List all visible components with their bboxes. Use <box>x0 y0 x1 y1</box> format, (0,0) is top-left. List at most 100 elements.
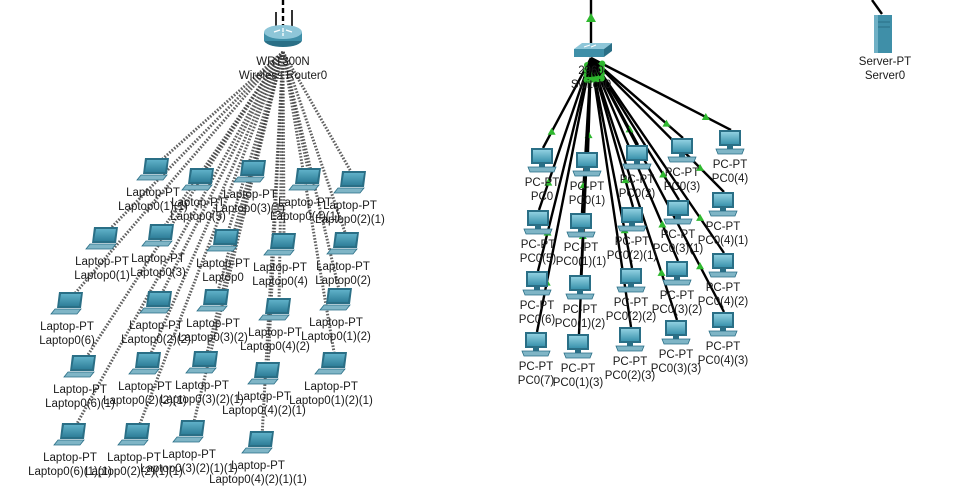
wireless-link <box>136 51 285 430</box>
link-light-end <box>544 178 553 186</box>
pc-model-label: PC-PT <box>615 236 650 248</box>
wireless-link <box>156 50 284 166</box>
wireless-router-device[interactable]: WRT300N Wireless Router0 <box>239 0 327 82</box>
laptop-icon <box>117 423 150 446</box>
laptop-name-label: Laptop0(6)(1) <box>45 398 115 410</box>
pc-icon <box>522 271 552 296</box>
laptop-name-label: Laptop0(3)(2) <box>178 332 248 344</box>
laptop-device[interactable]: Laptop-PT Laptop0(3)(2)(1) <box>160 351 244 406</box>
laptop-name-label: Laptop0(3)(2)(1) <box>160 394 244 406</box>
laptop-model-label: Laptop-PT <box>175 380 229 392</box>
pc-icon <box>523 210 553 235</box>
laptop-icon <box>53 423 86 446</box>
link-light-start <box>599 60 606 67</box>
switch-device[interactable]: 2960 Switch0 <box>571 0 612 91</box>
laptop-device[interactable]: Laptop-PT Laptop0(3) <box>130 224 186 279</box>
pc-model-label: PC-PT <box>661 229 696 241</box>
pc-model-label: PC-PT <box>613 356 648 368</box>
server-device[interactable]: Server-PT Server0 <box>859 0 911 82</box>
switch-name-label: Switch0 <box>571 79 611 91</box>
wireless-link <box>281 51 356 178</box>
pc-model-label: PC-PT <box>706 341 741 353</box>
laptop-name-label: Laptop0 <box>202 272 244 284</box>
laptop-name-label: Laptop0(4)(2) <box>240 341 310 353</box>
switch-icon <box>574 43 612 57</box>
wireless-link <box>147 51 285 359</box>
laptop-name-label: Laptop0(1) <box>74 270 130 282</box>
laptop-name-label: Laptop0(2)(2)(1)(1) <box>85 466 183 478</box>
pc-model-label: PC-PT <box>564 242 599 254</box>
link-light-end <box>658 220 667 228</box>
laptop-model-label: Laptop-PT <box>131 253 185 265</box>
router-model-label: WRT300N <box>256 56 309 68</box>
pc-model-label: PC-PT <box>660 290 695 302</box>
laptop-icon <box>50 292 83 315</box>
wireless-link <box>281 51 349 239</box>
laptop-icon <box>233 160 266 183</box>
pc-icon <box>616 268 646 293</box>
laptop-model-label: Laptop-PT <box>304 381 358 393</box>
laptop-model-label: Laptop-PT <box>162 449 216 461</box>
pc-device[interactable]: PC-PT PC0(2)(3) <box>605 327 656 382</box>
pc-icon <box>566 213 596 238</box>
pc-icon <box>565 275 595 300</box>
laptop-model-label: Laptop-PT <box>316 261 370 273</box>
pc-name-label: PC0(2)(3) <box>605 370 656 382</box>
pc-model-label: PC-PT <box>563 304 598 316</box>
pc-model-label: PC-PT <box>706 282 741 294</box>
server-model-label: Server-PT <box>859 56 911 68</box>
laptop-name-label: Laptop0(6) <box>39 335 95 347</box>
wireless-link <box>281 51 286 240</box>
laptop-name-label: Laptop0(3) <box>130 267 186 279</box>
laptop-icon <box>206 229 239 252</box>
link-light-start <box>598 75 605 82</box>
laptop-name-label: Laptop0(1)(1) <box>118 201 188 213</box>
server-name-label: Server0 <box>865 70 905 82</box>
wireless-link <box>158 51 285 298</box>
pc-icon <box>715 130 745 155</box>
link-light-end <box>701 113 710 121</box>
pc-model-label: PC-PT <box>665 167 700 179</box>
